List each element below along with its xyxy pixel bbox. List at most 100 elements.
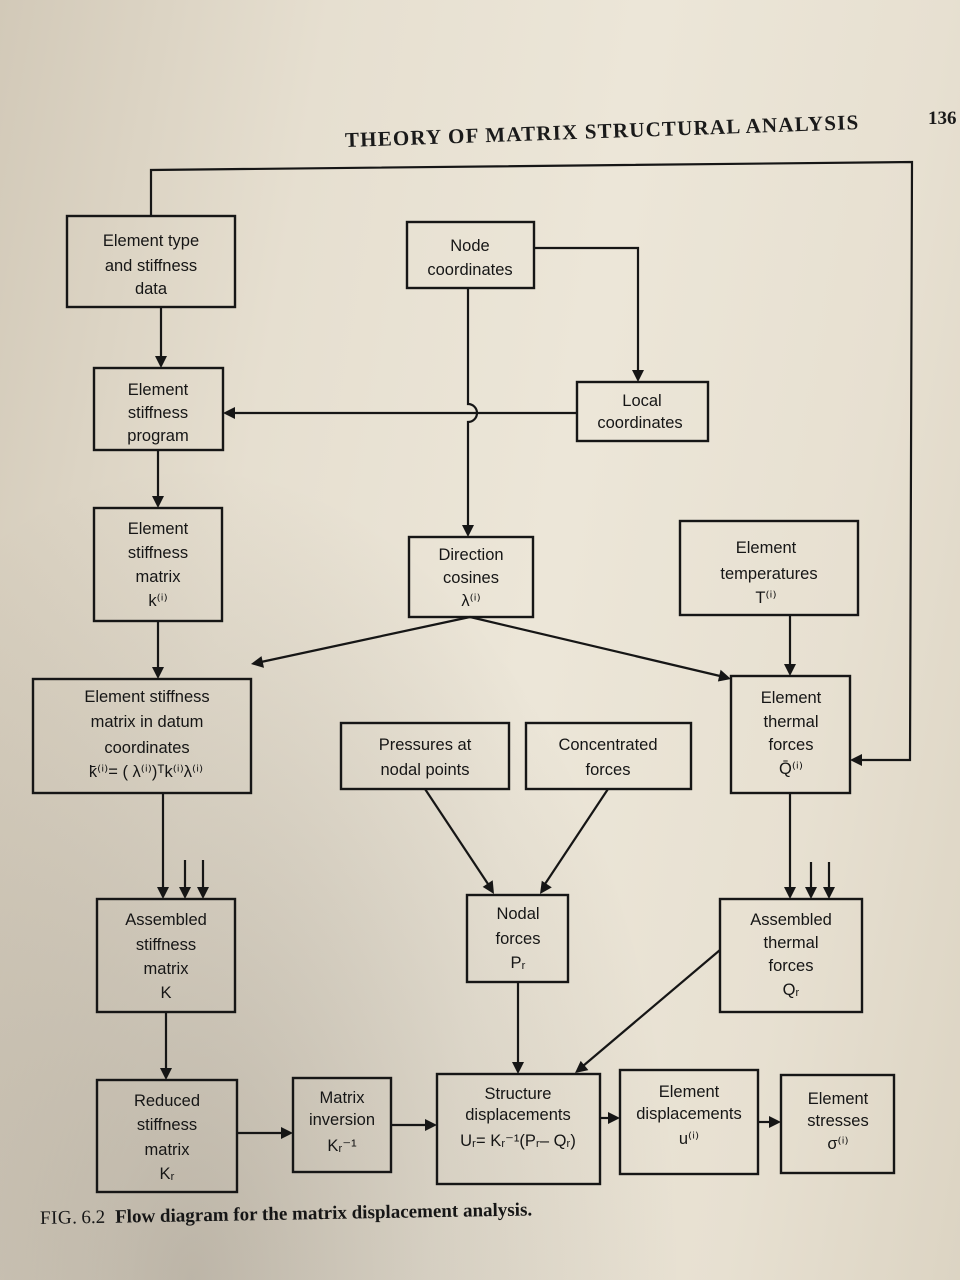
box-pressures-at-nodal-points-line-1: Pressures at — [379, 736, 472, 754]
caption-prefix: FIG. — [39, 1207, 78, 1229]
connector-type-to-program — [155, 307, 167, 368]
connector-datum-to-assembled — [157, 793, 209, 899]
connector-nodal-to-displacements — [512, 982, 524, 1074]
box-datum-stiffness-matrix: Element stiffness matrix in datum coordi… — [31, 677, 253, 795]
box-element-stiffness-matrix-line-4: k⁽ⁱ⁾ — [148, 592, 167, 610]
box-matrix-inversion-line-2: inversion — [309, 1111, 375, 1129]
flow-connectors — [149, 160, 914, 1139]
box-assembled-stiffness-matrix-line-3: matrix — [144, 960, 190, 978]
box-element-stiffness-program: Element stiffness program — [92, 366, 225, 452]
box-assembled-stiffness-matrix-line-4: K — [160, 984, 171, 1002]
connector-direction-to-thermal — [469, 615, 731, 682]
connector-thermal-to-assembled — [784, 793, 835, 899]
box-matrix-inversion-line-1: Matrix — [320, 1089, 366, 1107]
box-element-type-line-1: Element type — [103, 232, 199, 250]
connector-reduced-to-inversion — [237, 1127, 293, 1139]
box-element-temperatures-line-1: Element — [736, 539, 797, 557]
page-header: THEORY OF MATRIX STRUCTURAL ANALYSIS 136 — [0, 0, 960, 160]
box-node-coordinates-line-1: Node — [450, 237, 489, 255]
box-datum-stiffness-matrix-line-3: coordinates — [104, 739, 189, 757]
box-reduced-stiffness-matrix-line-1: Reduced — [134, 1092, 200, 1110]
box-direction-cosines-line-3: λ⁽ⁱ⁾ — [461, 592, 480, 610]
connector-structure-to-element-displacements — [600, 1112, 620, 1124]
connector-concentrated-to-nodal — [540, 788, 609, 894]
connector-assembled-to-reduced — [160, 1012, 172, 1080]
box-element-temperatures-line-3: T⁽ⁱ⁾ — [755, 589, 776, 607]
box-direction-cosines-line-2: cosines — [443, 569, 499, 587]
box-element-thermal-forces: Element thermal forces Q̄⁽ⁱ⁾ — [729, 674, 852, 795]
box-reduced-stiffness-matrix-line-2: stiffness — [137, 1116, 197, 1134]
page-number: 136 — [928, 108, 957, 129]
box-local-coordinates-line-1: Local — [622, 392, 661, 410]
box-element-stresses-line-2: stresses — [807, 1112, 868, 1130]
box-assembled-thermal-forces-line-1: Assembled — [750, 911, 832, 929]
connector-local-to-program — [223, 407, 577, 419]
box-element-stiffness-matrix-line-3: matrix — [136, 568, 182, 586]
box-element-stiffness-program-line-1: Element — [128, 381, 189, 399]
connector-pressures-to-nodal — [424, 788, 494, 894]
box-element-displacements-line-2: displacements — [636, 1105, 741, 1123]
connector-thermal-to-displacements — [575, 949, 721, 1073]
box-element-stiffness-program-line-2: stiffness — [128, 404, 188, 422]
box-datum-stiffness-matrix-line-1: Element stiffness — [84, 688, 209, 706]
box-element-type: Element type and stiffness data — [65, 214, 237, 309]
box-element-thermal-forces-line-3: forces — [769, 736, 814, 754]
box-element-stresses: Element stresses σ⁽ⁱ⁾ — [779, 1073, 896, 1175]
box-node-coordinates-line-2: coordinates — [427, 261, 512, 279]
box-element-displacements-line-3: u⁽ⁱ⁾ — [679, 1130, 699, 1148]
box-nodal-forces-line-2: forces — [496, 930, 541, 948]
box-element-stresses-line-1: Element — [808, 1090, 869, 1108]
box-structure-displacements-line-1: Structure — [485, 1085, 552, 1103]
box-structure-displacements: Structure displacements Uᵣ= Kᵣ⁻¹(Pᵣ– Qᵣ) — [435, 1072, 602, 1186]
box-element-thermal-forces-line-2: thermal — [763, 713, 818, 731]
box-element-thermal-forces-line-4: Q̄⁽ⁱ⁾ — [779, 760, 803, 778]
box-datum-stiffness-matrix-line-4: k̄⁽ⁱ⁾= ( λ⁽ⁱ⁾)ᵀk⁽ⁱ⁾λ⁽ⁱ⁾ — [89, 763, 203, 781]
box-matrix-inversion: Matrix inversion Kᵣ⁻¹ — [291, 1076, 393, 1174]
box-element-stiffness-matrix-line-1: Element — [128, 520, 189, 538]
box-element-displacements: Element displacements u⁽ⁱ⁾ — [618, 1068, 760, 1176]
box-assembled-thermal-forces-line-3: forces — [769, 957, 814, 975]
box-structure-displacements-line-3: Uᵣ= Kᵣ⁻¹(Pᵣ– Qᵣ) — [460, 1132, 576, 1150]
connector-direction-to-datum — [251, 615, 471, 668]
box-nodal-forces-line-3: Pᵣ — [511, 954, 526, 972]
box-pressures-at-nodal-points-line-2: nodal points — [381, 761, 470, 779]
box-reduced-stiffness-matrix: Reduced stiffness matrix Kᵣ — [95, 1078, 239, 1194]
box-pressures-at-nodal-points: Pressures at nodal points — [339, 721, 511, 791]
box-assembled-stiffness-matrix-line-1: Assembled — [125, 911, 207, 929]
box-datum-stiffness-matrix-line-2: matrix in datum — [91, 713, 204, 731]
box-assembled-thermal-forces-line-2: thermal — [763, 934, 818, 952]
box-nodal-forces-line-1: Nodal — [496, 905, 539, 923]
box-element-stresses-line-3: σ⁽ⁱ⁾ — [827, 1135, 848, 1153]
box-assembled-stiffness-matrix-line-2: stiffness — [136, 936, 196, 954]
box-element-temperatures-line-2: temperatures — [720, 565, 817, 583]
box-node-coordinates: Node coordinates — [405, 220, 536, 290]
box-direction-cosines-line-1: Direction — [438, 546, 503, 564]
box-structure-displacements-line-2: displacements — [465, 1106, 570, 1124]
connector-loop-to-thermal-forces — [149, 160, 914, 766]
box-assembled-thermal-forces: Assembled thermal forces Qᵣ — [718, 897, 864, 1014]
box-concentrated-forces: Concentrated forces — [524, 721, 693, 791]
caption-number: 6.2 — [81, 1206, 106, 1229]
box-reduced-stiffness-matrix-line-3: matrix — [145, 1141, 191, 1159]
connector-inversion-to-displacements — [391, 1119, 437, 1131]
box-local-coordinates-line-2: coordinates — [597, 414, 682, 432]
box-direction-cosines: Direction cosines λ⁽ⁱ⁾ — [407, 535, 535, 619]
box-element-stiffness-matrix-line-2: stiffness — [128, 544, 188, 562]
box-matrix-inversion-line-3: Kᵣ⁻¹ — [327, 1137, 357, 1155]
box-element-type-line-3: data — [135, 280, 168, 298]
box-nodal-forces: Nodal forces Pᵣ — [465, 893, 570, 984]
diagram-boxes: Element type and stiffness data Node coo… — [31, 214, 896, 1194]
box-element-thermal-forces-line-1: Element — [761, 689, 822, 707]
box-local-coordinates: Local coordinates — [575, 380, 710, 443]
box-concentrated-forces-line-1: Concentrated — [558, 736, 657, 754]
connector-node-to-local — [534, 246, 644, 382]
box-element-stiffness-matrix: Element stiffness matrix k⁽ⁱ⁾ — [92, 506, 224, 623]
box-element-stiffness-program-line-3: program — [127, 427, 188, 445]
box-element-temperatures: Element temperatures T⁽ⁱ⁾ — [678, 519, 860, 617]
box-assembled-stiffness-matrix: Assembled stiffness matrix K — [95, 897, 237, 1014]
box-assembled-thermal-forces-line-4: Qᵣ — [783, 981, 800, 999]
box-element-type-line-2: and stiffness — [105, 257, 197, 275]
connector-matrix-to-datum — [152, 621, 164, 679]
box-element-displacements-line-1: Element — [659, 1083, 720, 1101]
